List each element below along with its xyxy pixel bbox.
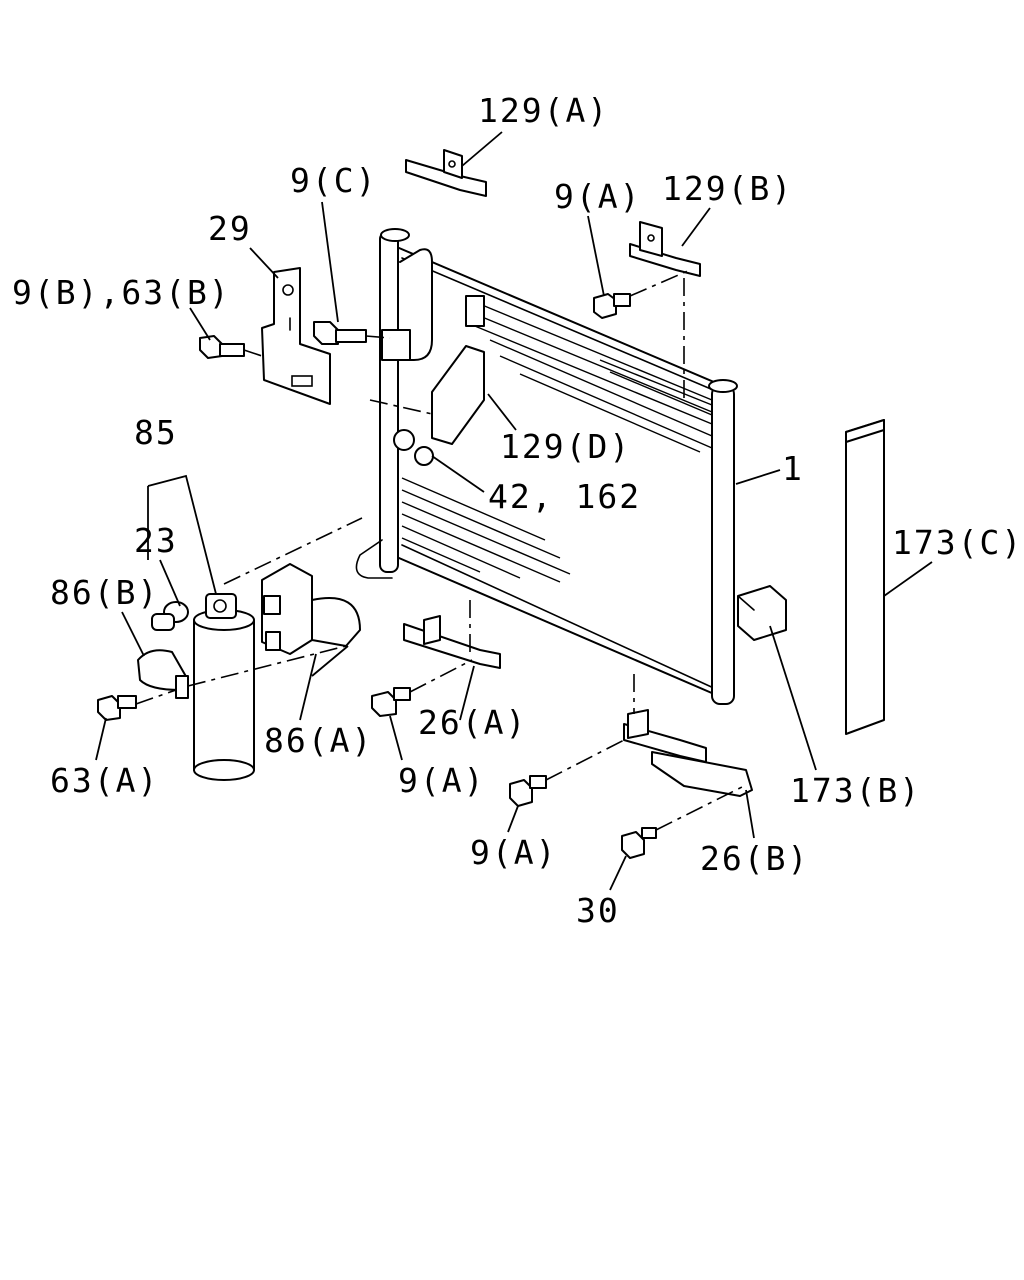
label-29: 29	[208, 209, 252, 248]
bracket-129d	[431, 295, 485, 445]
label-26a: 26(A)	[418, 703, 527, 742]
o-ring-42-162	[393, 429, 434, 466]
label-9a-low: 9(A)	[470, 833, 557, 872]
bracket-129a	[405, 149, 487, 197]
label-30: 30	[576, 891, 620, 930]
bolt-9a-mid	[371, 687, 411, 717]
bracket-26b	[623, 709, 753, 797]
bracket-26a	[403, 615, 501, 669]
seal-173b	[737, 585, 787, 641]
leader-lines	[95, 131, 933, 891]
label-86b: 86(B)	[50, 573, 159, 612]
bolt-9c	[313, 321, 367, 345]
part-labels: 129(A) 129(B) 9(A) 9(C) 29 9(B),63(B) 12…	[12, 91, 1023, 930]
label-26b: 26(B)	[700, 839, 809, 878]
label-129b: 129(B)	[662, 169, 793, 208]
label-63a: 63(A)	[50, 761, 159, 800]
label-9b-63b: 9(B),63(B)	[12, 273, 231, 312]
label-129d: 129(D)	[500, 427, 631, 466]
label-9a-mid: 9(A)	[398, 761, 485, 800]
label-85: 85	[134, 413, 178, 452]
bolt-30	[621, 827, 657, 859]
label-23: 23	[134, 521, 178, 560]
label-42-162: 42, 162	[488, 477, 641, 516]
receiver-drier-85	[193, 593, 255, 781]
label-1: 1	[782, 449, 804, 488]
bolt-63a	[97, 695, 137, 721]
bolt-9a-top	[593, 293, 631, 319]
label-86a: 86(A)	[264, 721, 373, 760]
assembly-lines	[135, 269, 745, 831]
bracket-129b	[629, 221, 701, 277]
bracket-29	[261, 267, 331, 405]
drier-bracket-86a	[261, 563, 361, 655]
pressure-switch-23	[151, 601, 189, 631]
label-129a: 129(A)	[478, 91, 609, 130]
seal-173c	[845, 419, 885, 735]
label-173c: 173(C)	[892, 523, 1023, 562]
bolt-9a-low	[509, 775, 547, 807]
label-9a-top: 9(A)	[554, 177, 641, 216]
label-9c: 9(C)	[290, 161, 377, 200]
label-173b: 173(B)	[790, 771, 921, 810]
drier-band-86b	[137, 649, 189, 699]
bolt-9b-63b	[199, 335, 245, 359]
